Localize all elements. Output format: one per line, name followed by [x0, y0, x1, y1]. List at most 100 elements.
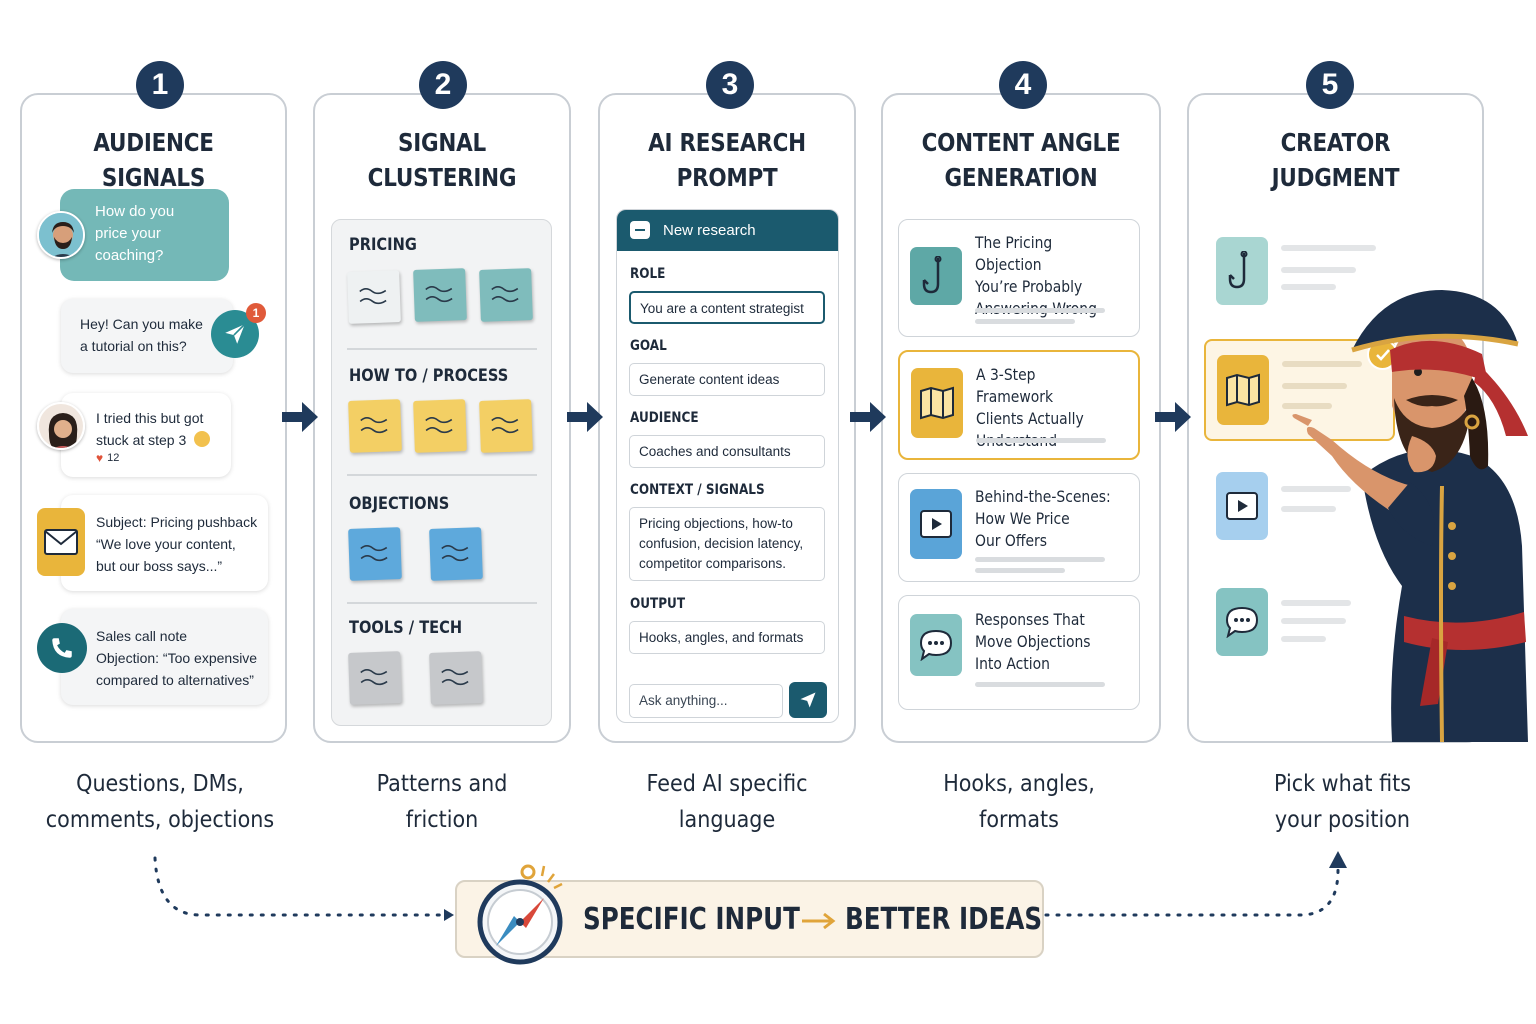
sticky-note-howto-1: [348, 399, 402, 453]
sales-call-note-card: Sales call note Objection: “Too expensiv…: [61, 609, 268, 705]
sticky-note-howto-2: [413, 399, 467, 453]
banner-input-text: SPECIFIC INPUT: [583, 902, 800, 937]
envelope-icon: [37, 508, 85, 576]
angle-card-framework[interactable]: A 3-Step Framework Clients Actually Unde…: [898, 350, 1140, 460]
goal-label: GOAL: [630, 338, 667, 354]
form-header-title: New research: [663, 222, 756, 239]
goal-field[interactable]: Generate content ideas: [629, 363, 825, 396]
output-field[interactable]: Hooks, angles, and formats: [629, 621, 825, 654]
summary-banner: SPECIFIC INPUT BETTER IDEAS: [455, 880, 1044, 958]
placeholder-line: [1281, 600, 1351, 606]
step-3-caption: Feed AI specific language: [646, 771, 808, 833]
cluster-divider: [347, 348, 537, 350]
cluster-divider: [347, 602, 537, 604]
email-text: Subject: Pricing pushback “We love your …: [96, 514, 258, 574]
step-2-caption: Patterns and friction: [376, 771, 508, 833]
flow-arrow-icon: [850, 402, 886, 432]
cluster-divider: [347, 474, 537, 476]
chat-icon: [630, 221, 650, 239]
placeholder-line: [1282, 403, 1332, 409]
angle-card-behind-the-scenes[interactable]: Behind-the-Scenes: How We Price Our Offe…: [898, 473, 1140, 582]
cluster-label-objections: OBJECTIONS: [349, 494, 450, 514]
flow-arrow-icon: [567, 402, 603, 432]
woman-avatar: [37, 402, 85, 450]
placeholder-line: [975, 319, 1075, 324]
flow-arrow-icon: [282, 402, 318, 432]
placeholder-line: [1281, 636, 1326, 642]
placeholder-line: [976, 438, 1106, 443]
angle-title-behind-the-scenes: Behind-the-Scenes: How We Price Our Offe…: [975, 487, 1111, 550]
placeholder-line: [1281, 284, 1336, 290]
angle-card-responses[interactable]: Responses That Move Objections Into Acti…: [898, 595, 1140, 710]
angle-title-framework: A 3-Step Framework Clients Actually Unde…: [976, 365, 1084, 450]
send-icon: [800, 692, 816, 708]
step-4-caption: Hooks, angles, formats: [943, 771, 1095, 833]
email-card: Subject: Pricing pushback “We love your …: [61, 495, 268, 591]
step-1-title: AUDIENCE SIGNALS: [93, 128, 214, 192]
cluster-label-tools: TOOLS / TECH: [349, 618, 463, 638]
question-bubble: How do you price your coaching?: [60, 189, 229, 281]
flow-arrow-icon: [1155, 402, 1191, 432]
form-header: New research: [617, 210, 838, 251]
map-icon: [1217, 355, 1269, 425]
step-4-title: CONTENT ANGLE GENERATION: [921, 128, 1121, 192]
sticky-note-pricing-1: [347, 270, 401, 324]
placeholder-line: [1281, 267, 1356, 273]
placeholder-line: [1281, 245, 1376, 251]
angle-title-responses: Responses That Move Objections Into Acti…: [975, 610, 1091, 673]
placeholder-line: [975, 682, 1105, 687]
placeholder-line: [1281, 506, 1336, 512]
step-5-caption: Pick what fits your position: [1273, 771, 1412, 833]
map-icon: [911, 368, 963, 438]
thinking-emoji-icon: [194, 431, 210, 447]
tutorial-request-dm: Hey! Can you make a tutorial on this?: [61, 299, 233, 373]
sales-call-note-text: Sales call note Objection: “Too expensiv…: [96, 628, 258, 688]
fishhook-icon: [1216, 237, 1268, 305]
step-3-title: AI RESEARCH PROMPT: [648, 128, 806, 192]
chat-icon: [910, 614, 962, 676]
cluster-label-how-to: HOW TO / PROCESS: [349, 366, 509, 386]
placeholder-line: [1282, 361, 1362, 367]
notification-badge: 1: [246, 303, 266, 323]
audience-field[interactable]: Coaches and consultants: [629, 435, 825, 468]
role-label: ROLE: [630, 266, 666, 282]
cluster-label-pricing: PRICING: [349, 235, 417, 255]
placeholder-line: [1281, 486, 1351, 492]
step-4-number: 4: [999, 61, 1047, 109]
output-label: OUTPUT: [630, 596, 686, 612]
sticky-note-tools-2: [429, 651, 483, 705]
heart-icon: ♥: [96, 451, 104, 465]
angle-card-pricing-objection[interactable]: The Pricing Objection You’re Probably An…: [898, 219, 1140, 337]
sticky-note-howto-3: [479, 399, 533, 453]
step-5-number: 5: [1306, 61, 1354, 109]
banner-output-text: BETTER IDEAS: [845, 902, 1043, 937]
placeholder-line: [975, 308, 1105, 313]
placeholder-line: [1281, 618, 1346, 624]
arrow-right-icon: [802, 912, 836, 930]
comment-card: I tried this but got stuck at step 3 ♥ 1…: [61, 393, 231, 477]
play-icon: [1216, 472, 1268, 540]
tutorial-request-text: Hey! Can you make a tutorial on this?: [80, 316, 203, 354]
ask-anything-input[interactable]: Ask anything...: [629, 684, 783, 718]
sticky-note-tools-1: [348, 651, 402, 705]
fishhook-icon: [910, 247, 962, 305]
audience-label: AUDIENCE: [630, 410, 699, 426]
placeholder-line: [1282, 383, 1347, 389]
role-field[interactable]: You are a content strategist: [629, 291, 825, 324]
step-2-title: SIGNAL CLUSTERING: [367, 128, 517, 192]
pirate-character: [1292, 290, 1528, 742]
step-1-number: 1: [136, 61, 184, 109]
comment-text: I tried this but got stuck at step 3: [96, 410, 204, 448]
selected-angle-card[interactable]: [1204, 339, 1395, 441]
sticky-note-objections-1: [348, 527, 402, 581]
step-1-caption: Questions, DMs, comments, objections: [45, 771, 275, 833]
sticky-note-pricing-3: [479, 268, 533, 322]
context-field[interactable]: Pricing objections, how-to confusion, de…: [629, 507, 825, 581]
step-3-number: 3: [706, 61, 754, 109]
step-5-title: CREATOR JUDGMENT: [1271, 128, 1400, 192]
chat-icon: [1216, 588, 1268, 656]
context-label: CONTEXT / SIGNALS: [630, 482, 765, 498]
placeholder-line: [975, 557, 1105, 562]
send-button[interactable]: [789, 682, 827, 718]
